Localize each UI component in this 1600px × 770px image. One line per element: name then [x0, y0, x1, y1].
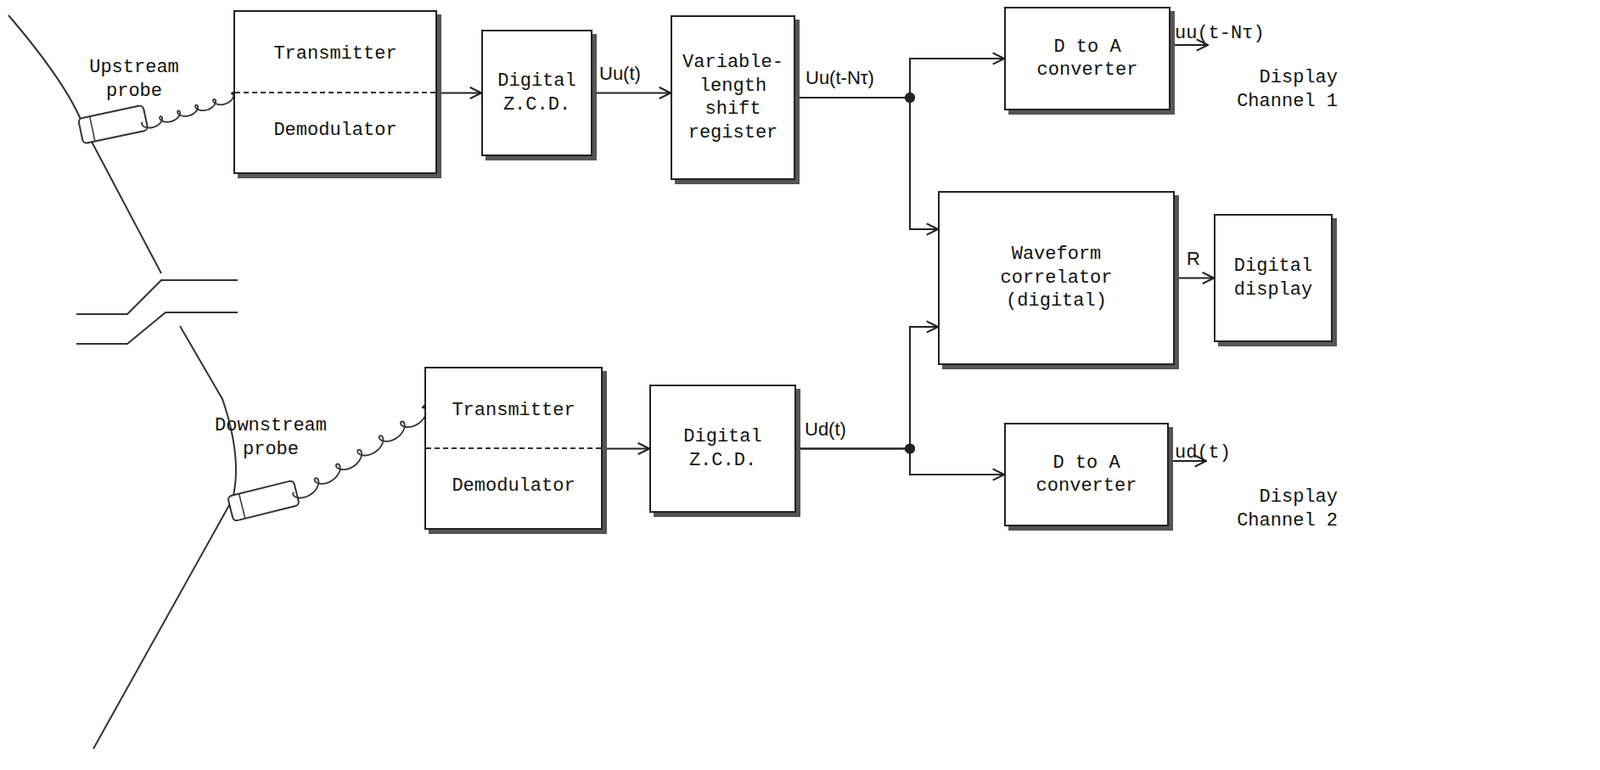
signal-connector — [1174, 277, 1214, 280]
shift-register-box: Variable- length shift register — [670, 15, 796, 180]
signal-label: uu(t-Nτ) — [1174, 22, 1286, 46]
box-text: Transmitter — [451, 398, 575, 423]
zcd-box: Digital Z.C.D. — [481, 29, 593, 157]
signal-label: Uu(t) — [597, 62, 643, 85]
signal-label: Display Channel 1 — [1188, 66, 1338, 113]
box-text: Transmitter — [273, 42, 397, 67]
transmitter-box: TransmitterDemodulator — [424, 366, 603, 530]
transmitter-box: TransmitterDemodulator — [233, 10, 438, 175]
pipe — [76, 280, 238, 344]
divider-line — [235, 91, 436, 94]
zcd-box: Digital Z.C.D. — [649, 384, 797, 513]
signal-label: Upstream probe — [81, 56, 187, 103]
signal-label: Downstream probe — [208, 414, 333, 461]
signal-connector — [592, 92, 671, 95]
signal-connector — [795, 58, 1005, 98]
divider-line — [426, 447, 601, 450]
box-text: D to A converter — [1012, 451, 1161, 499]
downstream-probe — [227, 480, 300, 522]
box-text: Digital Z.C.D. — [489, 69, 584, 117]
junction-dot — [904, 92, 916, 103]
dac-box: D to A converter — [1004, 6, 1171, 111]
signal-label: R — [1184, 247, 1202, 270]
signal-connector — [796, 326, 938, 450]
box-text: Variable- length shift register — [679, 50, 787, 145]
signal-label: Display Channel 2 — [1188, 485, 1338, 533]
signal-connector — [796, 449, 1005, 476]
output-arrow — [1170, 44, 1208, 46]
junction-dot — [904, 443, 916, 455]
signal-connector — [437, 92, 482, 95]
box-text: Demodulator — [451, 474, 575, 499]
dac-box: D to A converter — [1004, 422, 1169, 527]
box-text: Demodulator — [273, 118, 397, 143]
signal-label: Uu(t-Nτ) — [803, 67, 876, 90]
signal-label: ud(t) — [1174, 441, 1286, 466]
box-text: D to A converter — [1012, 35, 1163, 83]
river-bank — [8, 15, 236, 749]
signal-connector — [602, 448, 650, 450]
box-text: Waveform correlator (digital) — [971, 242, 1142, 314]
box-text: Digital Z.C.D. — [657, 425, 788, 472]
box-text: Digital display — [1222, 254, 1325, 302]
junction-dot — [904, 92, 916, 103]
display-box: Digital display — [1213, 213, 1333, 343]
correlator-box: Waveform correlator (digital) — [937, 190, 1175, 365]
junction-dot — [904, 443, 916, 455]
upstream-probe — [78, 105, 149, 145]
signal-label: Ud(t) — [802, 418, 848, 441]
signal-connector — [795, 97, 938, 230]
